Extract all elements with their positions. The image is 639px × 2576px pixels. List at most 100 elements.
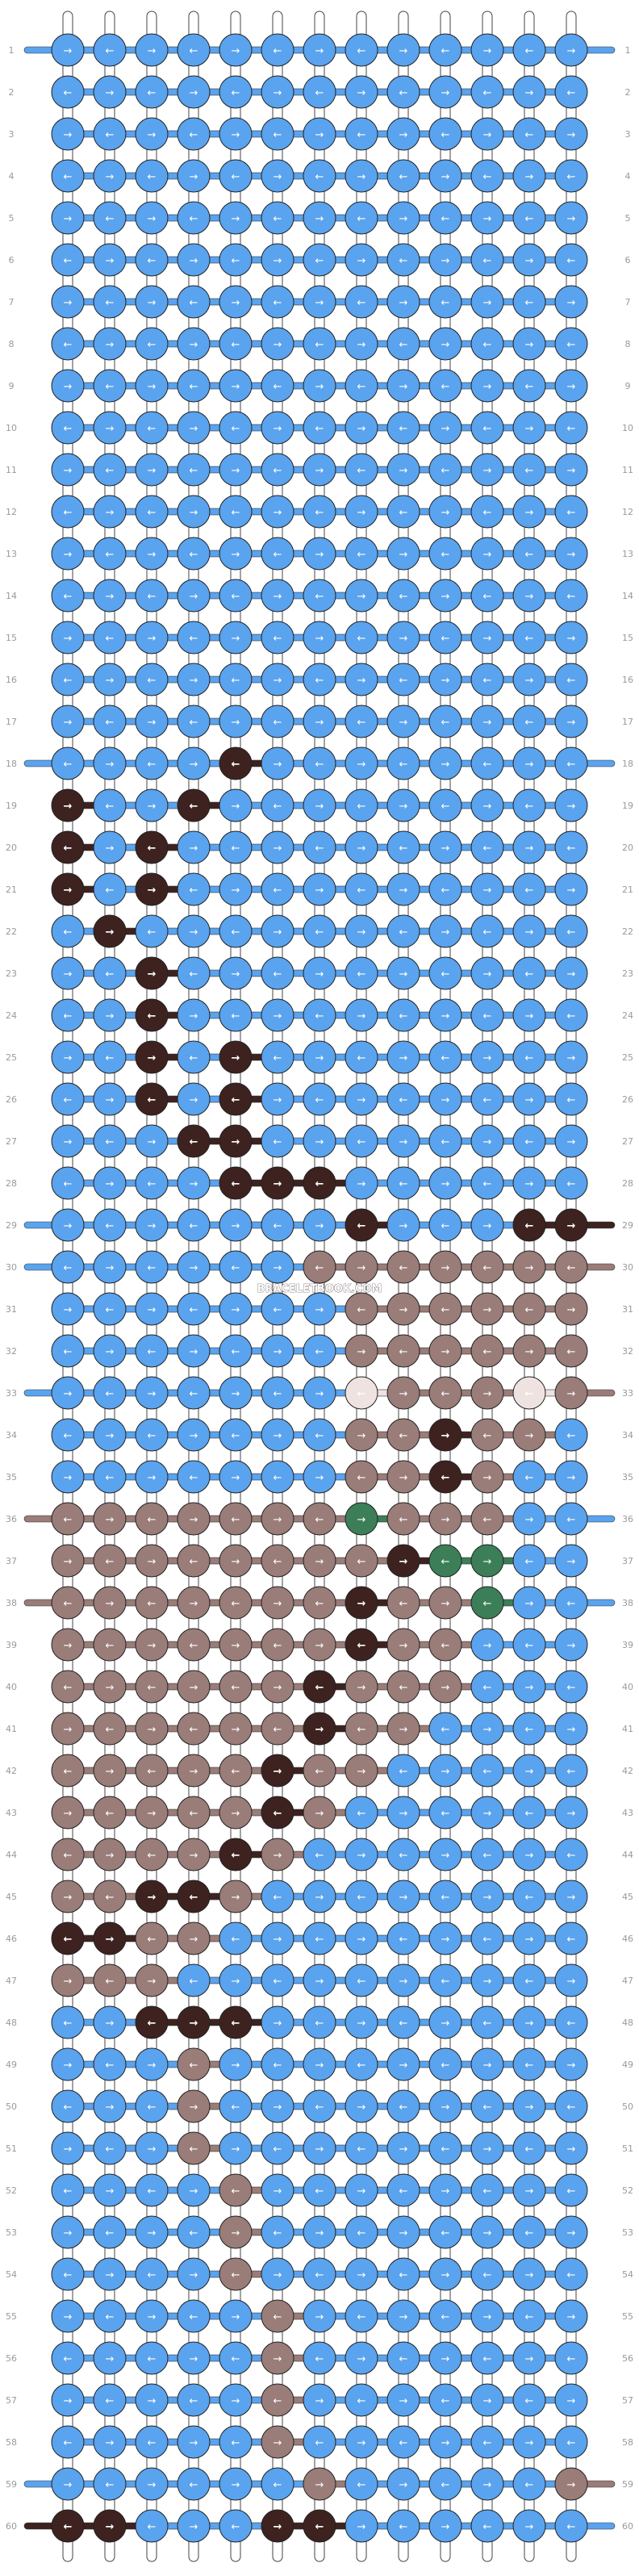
- knot: [135, 327, 169, 361]
- arrow-icon: →: [232, 129, 240, 141]
- arrow-icon: →: [148, 884, 157, 897]
- knot: [177, 201, 211, 235]
- arrow-icon: →: [190, 1178, 198, 1190]
- arrow-icon: ←: [399, 2269, 408, 2281]
- arrow-icon: ←: [64, 423, 73, 435]
- arrow-icon: →: [525, 1514, 534, 1526]
- arrow-icon: ←: [274, 1304, 282, 1316]
- knot: [428, 159, 462, 193]
- arrow-icon: ←: [274, 213, 282, 225]
- arrow-icon: ←: [399, 2185, 408, 2198]
- arrow-icon: ←: [274, 801, 282, 813]
- arrow-icon: ←: [399, 1934, 408, 1946]
- knot: [554, 201, 588, 235]
- arrow-icon: →: [106, 2269, 115, 2281]
- arrow-icon: →: [399, 1724, 408, 1736]
- row-label-right: 38: [622, 1598, 633, 1608]
- arrow-icon: →: [525, 1346, 534, 1358]
- arrow-icon: →: [483, 2395, 492, 2407]
- arrow-icon: →: [64, 2311, 73, 2323]
- arrow-icon: ←: [190, 549, 198, 561]
- arrow-icon: →: [64, 129, 73, 141]
- knot: [345, 495, 378, 529]
- arrow-icon: ←: [525, 1220, 534, 1232]
- arrow-icon: ←: [148, 2353, 157, 2365]
- arrow-icon: ←: [190, 1136, 198, 1148]
- arrow-icon: →: [148, 2479, 157, 2491]
- arrow-icon: →: [106, 1430, 115, 1442]
- arrow-icon: ←: [525, 465, 534, 477]
- arrow-icon: ←: [232, 2353, 240, 2365]
- arrow-icon: ←: [232, 2437, 240, 2449]
- arrow-icon: →: [441, 255, 450, 267]
- arrow-icon: →: [525, 171, 534, 183]
- arrow-icon: ←: [567, 2101, 576, 2114]
- arrow-icon: ←: [232, 339, 240, 351]
- arrow-icon: ←: [274, 129, 282, 141]
- arrow-icon: →: [190, 339, 198, 351]
- row-label-left: 36: [6, 1514, 17, 1524]
- arrow-icon: ←: [64, 1430, 73, 1442]
- arrow-icon: →: [64, 297, 73, 309]
- arrow-icon: →: [106, 759, 115, 771]
- arrow-icon: ←: [148, 591, 157, 603]
- knot: [386, 159, 420, 193]
- row-label-left: 18: [6, 759, 17, 769]
- arrow-icon: →: [525, 2521, 534, 2533]
- arrow-icon: ←: [190, 1724, 198, 1736]
- arrow-icon: ←: [190, 1892, 198, 1904]
- knot: [303, 75, 336, 109]
- knot: [386, 201, 420, 235]
- arrow-icon: ←: [190, 2395, 198, 2407]
- arrow-icon: ←: [483, 2185, 492, 2198]
- knot: [51, 201, 85, 235]
- arrow-icon: →: [274, 1262, 282, 1274]
- arrow-icon: →: [399, 213, 408, 225]
- arrow-icon: →: [315, 381, 324, 393]
- arrow-icon: →: [148, 1472, 157, 1484]
- arrow-icon: →: [148, 2311, 157, 2323]
- arrow-icon: ←: [148, 1850, 157, 1862]
- arrow-icon: ←: [525, 1724, 534, 1736]
- row-label-left: 7: [9, 297, 15, 307]
- arrow-icon: →: [525, 423, 534, 435]
- arrow-icon: ←: [274, 884, 282, 897]
- arrow-icon: →: [148, 1640, 157, 1652]
- arrow-icon: →: [399, 1304, 408, 1316]
- arrow-icon: ←: [357, 968, 366, 981]
- arrow-icon: ←: [357, 45, 366, 57]
- knot: [428, 453, 462, 487]
- arrow-icon: ←: [190, 801, 198, 813]
- arrow-icon: →: [525, 2437, 534, 2449]
- arrow-icon: ←: [483, 1094, 492, 1106]
- arrow-icon: →: [357, 171, 366, 183]
- arrow-icon: →: [106, 926, 115, 939]
- knot: [345, 117, 378, 151]
- arrow-icon: ←: [274, 2060, 282, 2072]
- arrow-icon: ←: [441, 1472, 450, 1484]
- row-label-left: 13: [6, 549, 17, 559]
- arrow-icon: ←: [483, 87, 492, 99]
- arrow-icon: →: [64, 968, 73, 981]
- knot: [261, 243, 294, 277]
- arrow-icon: →: [274, 1934, 282, 1946]
- arrow-icon: ←: [525, 129, 534, 141]
- arrow-icon: ←: [441, 717, 450, 729]
- arrow-icon: ←: [483, 339, 492, 351]
- arrow-icon: →: [148, 1304, 157, 1316]
- arrow-icon: ←: [148, 2018, 157, 2030]
- knot: [345, 411, 378, 445]
- arrow-icon: →: [64, 2227, 73, 2239]
- knot: [135, 369, 169, 403]
- arrow-icon: ←: [483, 843, 492, 855]
- knot: [219, 285, 253, 319]
- arrow-icon: →: [567, 297, 576, 309]
- knot: [386, 243, 420, 277]
- arrow-icon: ←: [567, 2437, 576, 2449]
- row-label-left: 8: [9, 339, 15, 349]
- knot: [135, 201, 169, 235]
- arrow-icon: →: [399, 1220, 408, 1232]
- arrow-icon: →: [525, 255, 534, 267]
- row-label-right: 48: [622, 2018, 633, 2028]
- arrow-icon: ←: [399, 423, 408, 435]
